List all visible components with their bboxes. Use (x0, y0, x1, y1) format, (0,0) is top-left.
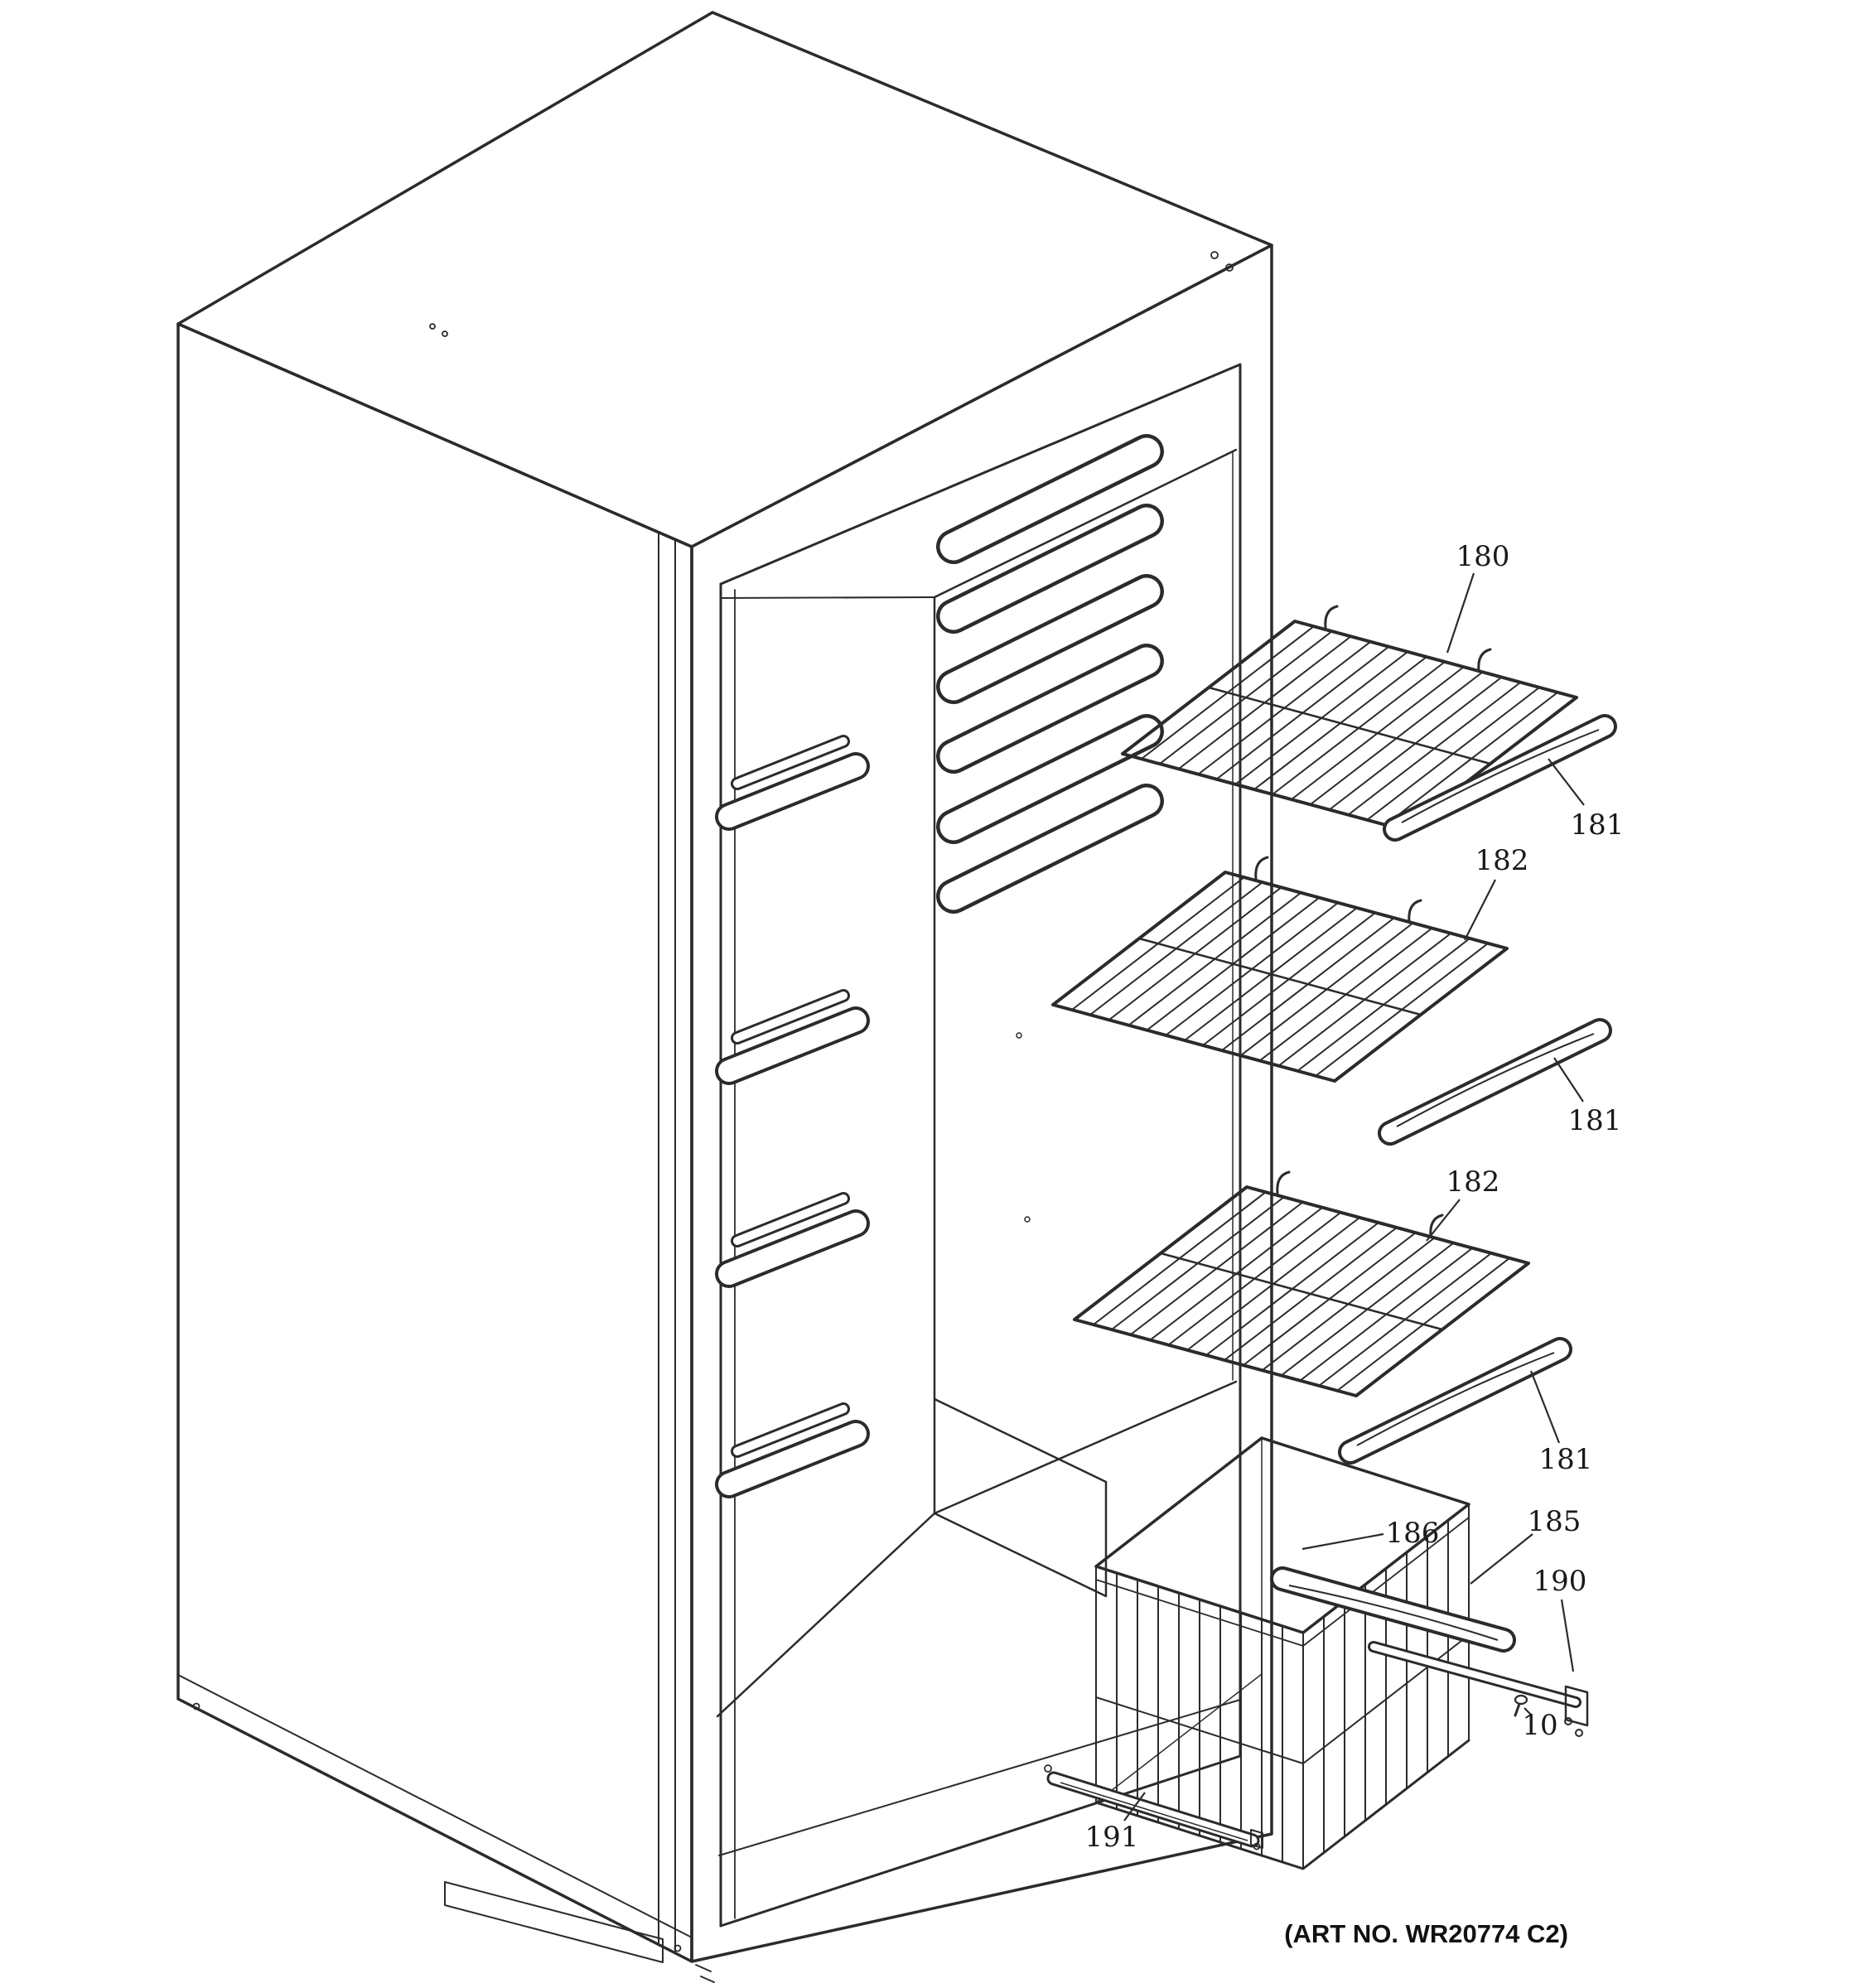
leader-190 (1560, 1599, 1575, 1672)
cabinet-left-face (176, 322, 693, 1963)
callout-190: 190 (1533, 1565, 1587, 1598)
callout-10: 10 (1522, 1709, 1557, 1742)
leader-182-middle (1464, 879, 1496, 941)
leader-10 (1524, 1707, 1532, 1715)
divider-wall-rails (729, 741, 856, 1484)
base-kickplate (177, 1674, 715, 1983)
refrigerator-cabinet (176, 11, 1273, 1983)
callout-182-middle: 182 (1475, 844, 1529, 877)
leader-191 (1123, 1792, 1146, 1822)
cabinet-front-face (690, 244, 1273, 1963)
wire-shelf-180 (1121, 605, 1578, 832)
art-number: (ART NO. WR20774 C2) (1284, 1919, 1568, 1948)
bracket-screw (1575, 1729, 1583, 1737)
wire-shelf-182-middle (1051, 856, 1509, 1083)
leader-181-bottom (1529, 1370, 1561, 1444)
leader-186 (1301, 1532, 1384, 1551)
bracket-screw (1564, 1717, 1572, 1725)
floor-platform (933, 1397, 1108, 1598)
wire-shelf-182-bottom (1073, 1170, 1530, 1397)
leader-181-top (1548, 758, 1585, 806)
callout-181-top: 181 (1571, 808, 1625, 842)
screw-hole (442, 331, 448, 337)
screw-hole (1210, 251, 1219, 259)
basket-trim-185 (1270, 1566, 1516, 1653)
leader-182-bottom (1426, 1199, 1461, 1242)
screw-hole (429, 323, 436, 330)
leader-185 (1470, 1533, 1533, 1585)
screw-10 (1514, 1694, 1528, 1717)
callout-180: 180 (1456, 540, 1510, 573)
back-wall-ridges (954, 451, 1147, 896)
callout-186: 186 (1386, 1517, 1440, 1550)
leader-180 (1446, 572, 1475, 654)
screw-hole (1225, 263, 1234, 272)
basket-slide-rail-190 (1368, 1641, 1589, 1737)
callout-191: 191 (1085, 1821, 1139, 1854)
callout-182-bottom: 182 (1446, 1165, 1500, 1199)
shelf-trim-181-bottom (1350, 1349, 1560, 1452)
leader-lines (1123, 572, 1585, 1822)
callout-185: 185 (1528, 1505, 1582, 1538)
slide-rail-bracket (1564, 1685, 1589, 1727)
callout-181-middle: 181 (1568, 1104, 1622, 1137)
basket-front-rail-191 (1044, 1764, 1263, 1850)
freezer-basket-186 (1094, 1436, 1470, 1870)
leader-181-middle (1553, 1057, 1584, 1103)
callout-181-bottom: 181 (1539, 1443, 1593, 1476)
freezer-interior (716, 448, 1241, 1856)
